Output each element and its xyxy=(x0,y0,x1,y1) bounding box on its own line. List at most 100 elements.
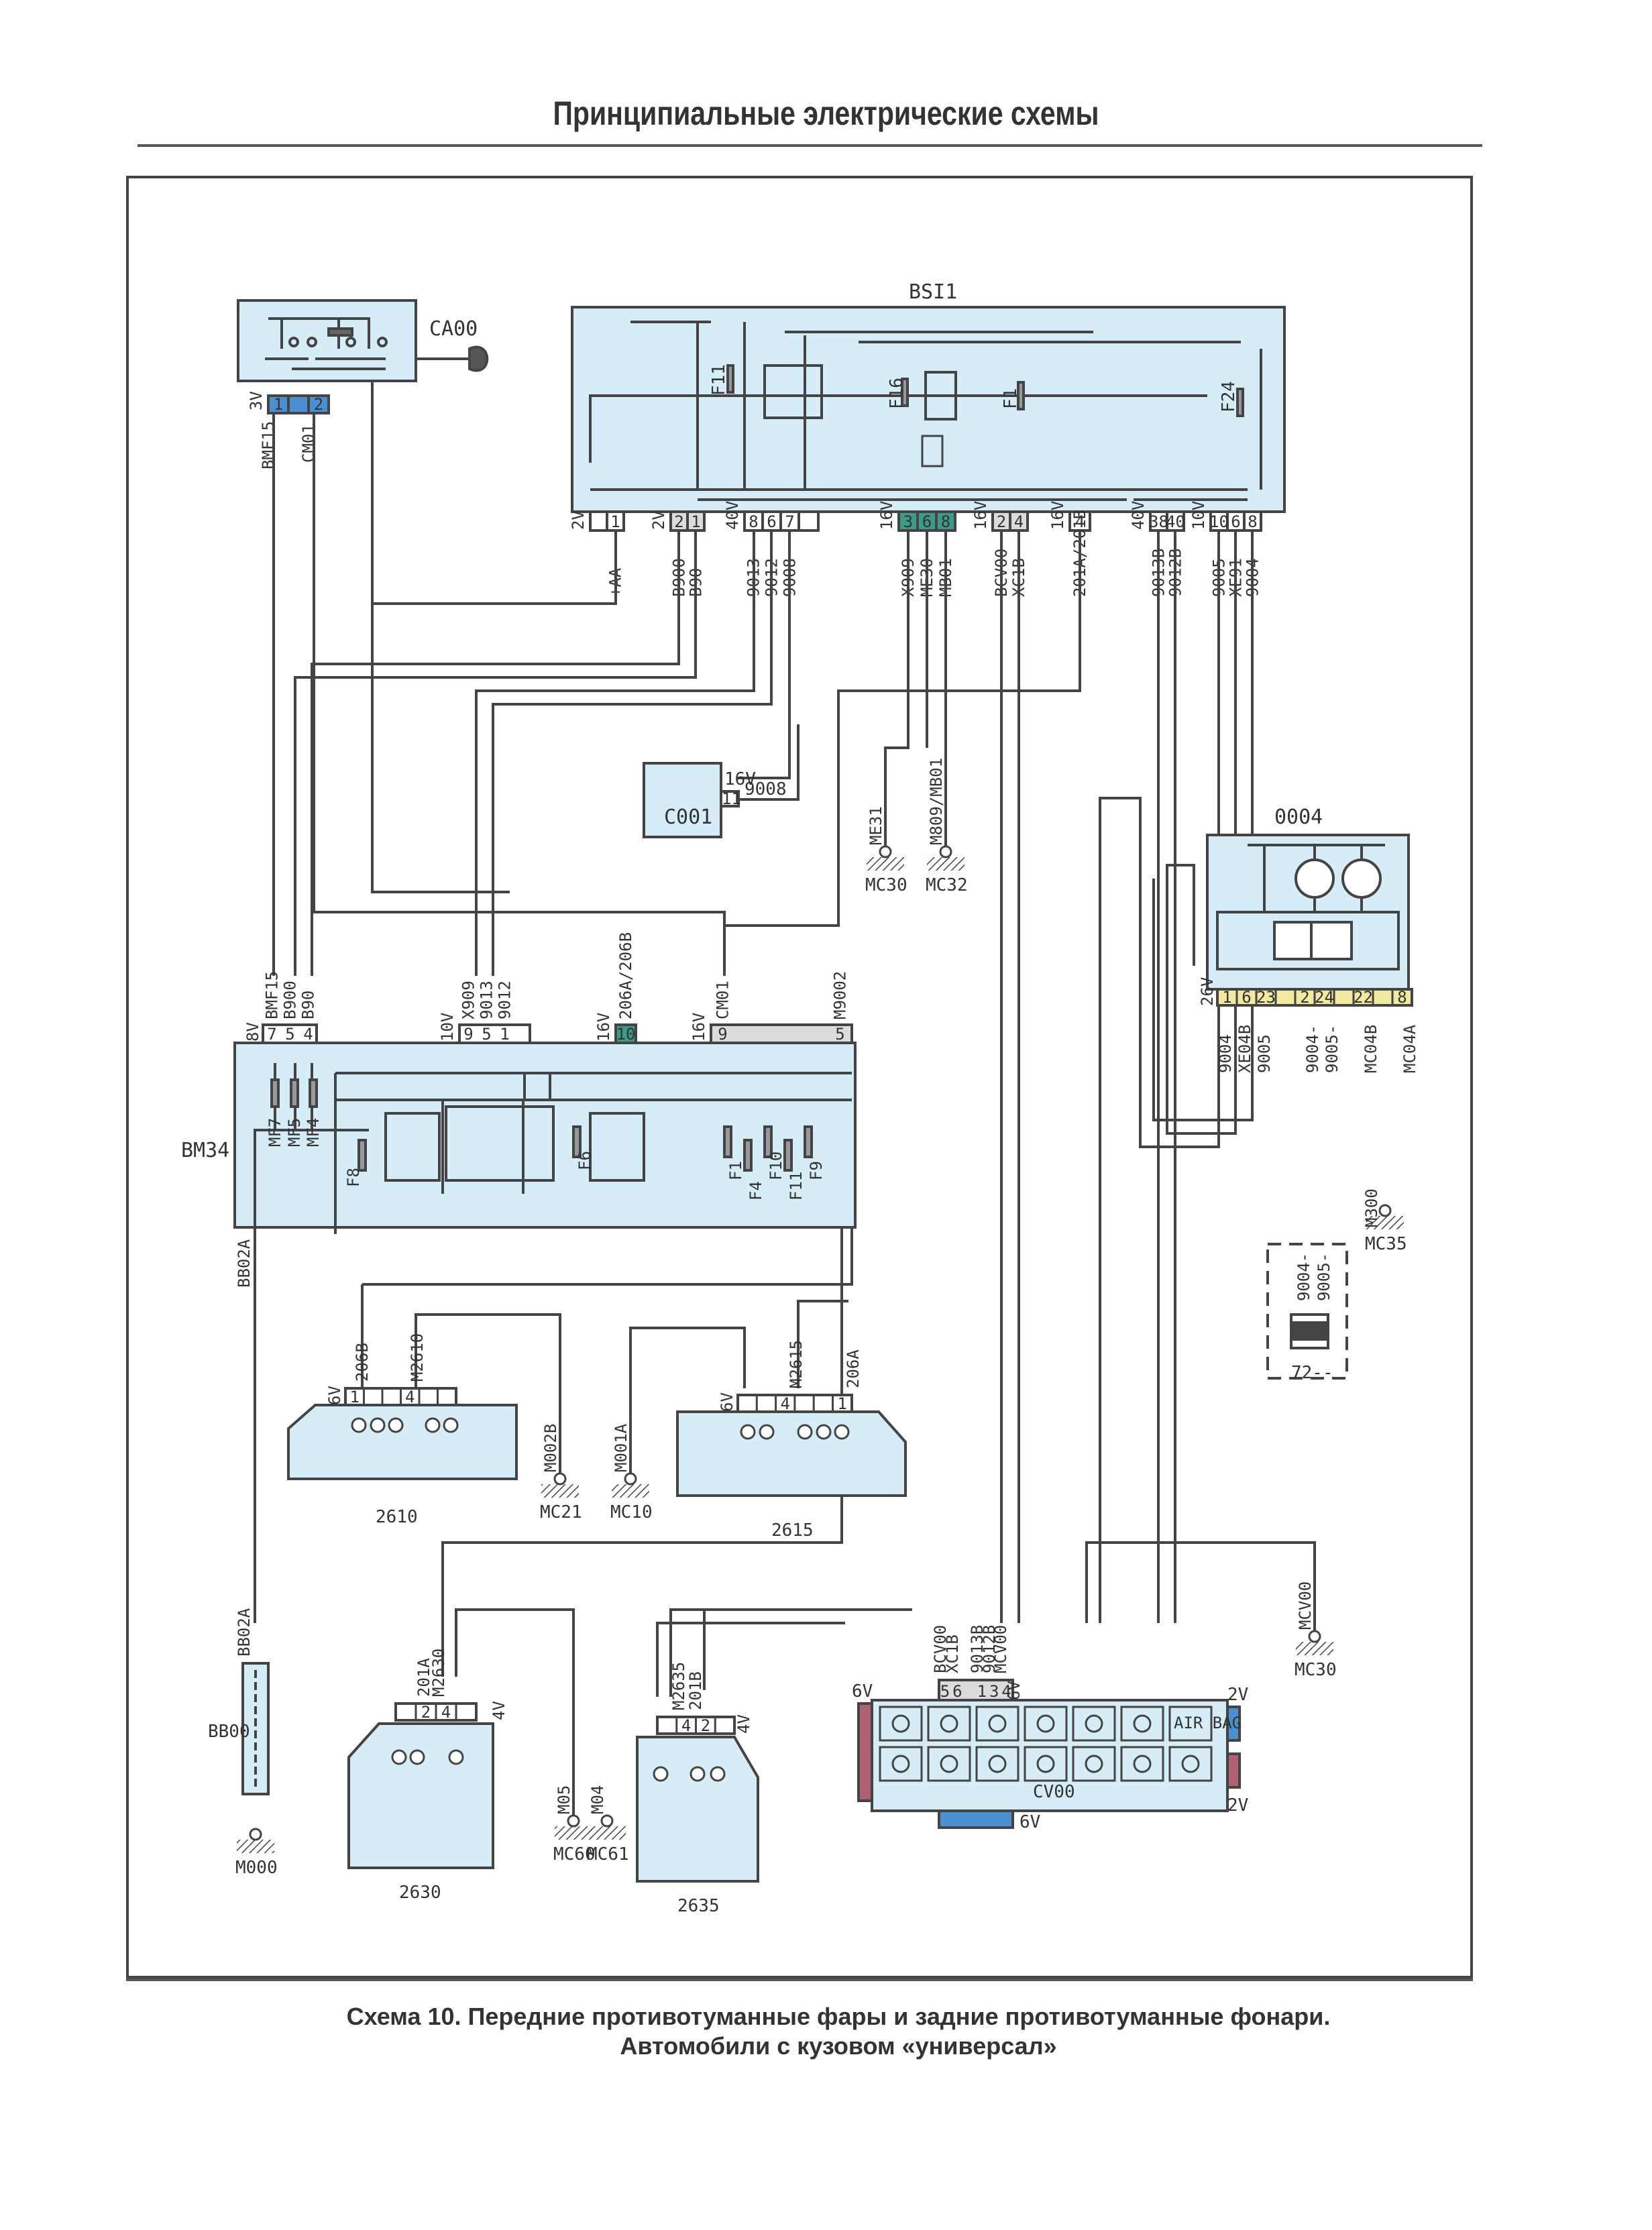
cv00-turn-signals-icon xyxy=(1024,1706,1068,1742)
bm34-fuse-label: F6 xyxy=(575,1151,594,1170)
bsi1-fuse-f11: F11 xyxy=(709,364,729,396)
lamp-2635 xyxy=(636,1716,759,1883)
cv00-top-voltage: 6V xyxy=(1005,1681,1024,1700)
o004-wire-label: 9005- xyxy=(1323,1025,1341,1073)
bsi1-pin: 40 xyxy=(1166,512,1185,531)
bulb-icon xyxy=(443,1417,459,1433)
bsi1-connector-voltage: 16V xyxy=(1048,501,1067,530)
bulb-icon xyxy=(797,1424,813,1440)
ground-wire-label: M809/MB01 xyxy=(927,758,946,845)
bsi1-pin: 2 xyxy=(997,512,1006,531)
bsi1-connector-voltage: 40V xyxy=(723,501,742,530)
bm34-wire-label: X909 xyxy=(459,981,478,1019)
cv00-left-voltage: 6V xyxy=(852,1681,873,1702)
bsi1-pin: 6 xyxy=(767,512,776,531)
lamp-wire-label: M2630 xyxy=(429,1649,448,1697)
lamp-wire-label: 201B xyxy=(686,1671,705,1710)
bm34-wire-label: M9002 xyxy=(831,971,850,1019)
bm34-pin: 9 xyxy=(463,1025,473,1044)
cv00-wire-label: 9012B xyxy=(980,1625,999,1673)
o004-pin: 22 xyxy=(1354,988,1373,1007)
o004-voltage: 26V xyxy=(1198,977,1217,1006)
bm34-wire-label: 9013 xyxy=(478,981,496,1019)
bsi1-pin: 1 xyxy=(691,512,700,531)
bm34-pin: 5 xyxy=(482,1025,491,1044)
footer-rule xyxy=(126,1978,1473,1981)
ground-symbol-icon xyxy=(588,1826,626,1840)
bsi1-pin: 8 xyxy=(941,512,950,531)
lamp-wire-label: 206A xyxy=(844,1349,863,1388)
bsi1-pin: 3 xyxy=(903,512,913,531)
cv00-heated-window-icon xyxy=(1120,1746,1164,1782)
ca00-pin-1: 1 xyxy=(274,395,283,414)
ground-terminal xyxy=(567,1814,580,1828)
lamp-pin: 1 xyxy=(837,1394,846,1413)
ground-label: M000 xyxy=(235,1858,278,1878)
ground-wire-label: ME31 xyxy=(867,806,885,845)
cv00-icon-glyph xyxy=(891,1714,910,1733)
bm34-pin: 9 xyxy=(718,1025,727,1044)
ground-terminal xyxy=(553,1472,567,1486)
cv00-horn-icon xyxy=(975,1746,1020,1782)
cv00-icon-glyph xyxy=(1133,1714,1152,1733)
cv00-pin: 6 xyxy=(952,1682,962,1701)
lamp-wire-label: 206B xyxy=(353,1343,372,1382)
o004-wire-label: MC04A xyxy=(1400,1024,1419,1073)
bsi1-pin: 7 xyxy=(785,512,794,531)
lamp-wire-label: M2635 xyxy=(669,1662,688,1710)
o004-pin: 1 xyxy=(1222,988,1231,1007)
lamp-2630 xyxy=(347,1702,494,1869)
bm34-wire-label: B90 xyxy=(299,991,318,1019)
bsi1-pin: 2 xyxy=(674,512,683,531)
cv00-wire-label: XC1B xyxy=(943,1634,962,1673)
o004-pin: 24 xyxy=(1315,988,1334,1007)
lamp-2635-label: 2635 xyxy=(677,1896,720,1916)
cv00-ground-icon xyxy=(1168,1746,1213,1782)
bm34-connector-voltage: 16V xyxy=(690,1013,708,1042)
bm34-module xyxy=(233,1023,857,1234)
ca00-pin-2: 2 xyxy=(314,395,323,414)
lamp-2615 xyxy=(676,1394,907,1497)
ground-symbol-icon xyxy=(1296,1642,1333,1655)
c001-voltage: 16V xyxy=(724,769,756,789)
cv00-label: CV00 xyxy=(1033,1782,1075,1802)
bulb-icon xyxy=(425,1417,441,1433)
ground-label: MC10 xyxy=(610,1502,653,1522)
bsi1-connector-voltage: 16V xyxy=(877,501,896,530)
bm34-pin: 5 xyxy=(285,1025,294,1044)
ground-symbol-icon xyxy=(1366,1216,1404,1229)
cv00-cluster xyxy=(857,1679,1241,1829)
lamp-pin: 2 xyxy=(421,1703,431,1722)
bm34-pin: 7 xyxy=(267,1025,276,1044)
bm34-wire-label: CM01 xyxy=(714,981,732,1019)
bsi1-label: BSI1 xyxy=(909,280,957,304)
lamp-wire-label: 201A xyxy=(415,1658,433,1697)
lamp-voltage: 4V xyxy=(490,1701,508,1720)
caption-line-1: Схема 10. Передние противотуманные фары … xyxy=(346,2003,1331,2030)
cv00-icon-glyph xyxy=(1085,1754,1103,1773)
cv00-icon-glyph xyxy=(1036,1714,1055,1733)
plug72-label: 72-- xyxy=(1291,1363,1333,1383)
cv00-wire-label: BCV00 xyxy=(931,1625,950,1673)
cv00-right-top-voltage: 2V xyxy=(1227,1685,1248,1705)
ground-label: MC35 xyxy=(1365,1234,1407,1254)
ground-wire-label: M002B xyxy=(541,1424,560,1472)
ground-wire-label: M05 xyxy=(555,1785,573,1814)
bulb-icon xyxy=(816,1424,832,1440)
bulb-icon xyxy=(759,1424,775,1440)
lamp-2610-label: 2610 xyxy=(376,1507,418,1527)
ground-label: MC60 xyxy=(553,1844,596,1864)
bsi1-pin: 6 xyxy=(922,512,932,531)
bm34-fuse-label: F9 xyxy=(807,1161,826,1180)
bm34-pin: 4 xyxy=(303,1025,313,1044)
cv00-icon-glyph xyxy=(940,1714,958,1733)
cv00-airbag-text: AIR BAG xyxy=(1174,1714,1242,1732)
cv00-right-bottom-voltage: 2V xyxy=(1227,1795,1248,1816)
ground-symbol-icon xyxy=(555,1826,592,1840)
cv00-rear-fog-icon xyxy=(1120,1706,1164,1742)
c001-pin: 11 xyxy=(722,789,741,808)
cv00-icon-glyph xyxy=(1085,1714,1103,1733)
cv00-icon-glyph xyxy=(988,1754,1007,1773)
ground-label: MC21 xyxy=(540,1502,582,1522)
bsi1-pin: 4 xyxy=(1075,512,1085,531)
